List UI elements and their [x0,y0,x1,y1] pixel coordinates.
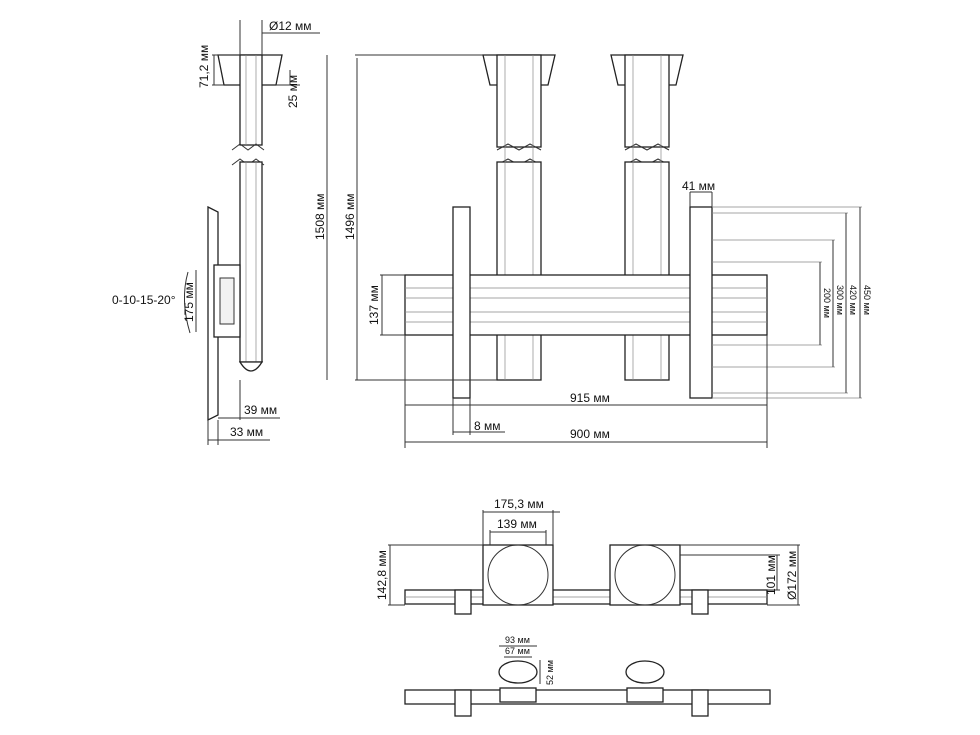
bracket-width-label: 41 мм [682,179,715,193]
bottom-mount-left [498,660,538,684]
depth-label: 142,8 мм [375,550,389,600]
ceiling-column-right [624,161,670,381]
mount-inner-label: 139 мм [497,517,537,531]
vesa-450-label: 450 мм [862,285,872,315]
depth-101-label: 101 мм [764,555,778,595]
width-93-label: 93 мм [505,635,530,645]
height-52-label: 52 мм [545,660,555,685]
offset-8-label: 8 мм [474,419,501,433]
vesa-200-label: 200 мм [822,288,832,318]
height-min-label: 1496 мм [343,193,357,240]
offset-label: 25 мм [286,75,300,108]
top-view: 175,3 мм 139 мм 142,8 мм 101 мм Ø172 мм [375,497,800,615]
column-upper [239,54,263,146]
cap-height-label: 71,2 мм [197,45,211,88]
mount-outer-label: 175,3 мм [494,497,544,511]
vertical-bracket-right [689,206,713,399]
mount-plate-left [482,544,554,606]
bottom-rail [404,689,771,705]
width-67-label: 67 мм [505,646,530,656]
tilt-mount [213,264,241,338]
bottom-view: 93 мм 67 мм 52 мм [404,635,771,717]
vesa-300-label: 300 мм [835,285,845,315]
mount-plate-right [609,544,681,606]
depth-33-label: 33 мм [230,425,263,439]
vertical-bracket-left [452,206,471,399]
side-view: Ø12 мм 71,2 мм 25 мм 0-10-15-20° 175 мм … [112,19,320,445]
tilt-angle-label: 0-10-15-20° [112,293,176,307]
depth-39-label: 39 мм [244,403,277,417]
diameter-label: Ø12 мм [269,19,312,33]
rail-height-label: 137 мм [367,285,381,325]
vesa-420-label: 420 мм [848,285,858,315]
ceiling-column-left [496,161,542,381]
width-915-label: 915 мм [570,391,610,405]
width-900-label: 900 мм [570,427,610,441]
bottom-mount-right [625,660,665,684]
height-max-label: 1508 мм [313,193,327,240]
column-lower [239,161,263,363]
vesa-height-label: 175 мм [182,282,196,322]
display-bracket [207,205,219,422]
front-view: 1508 мм 1496 мм 137 мм 41 мм 450 мм 420 … [313,54,872,448]
diameter-172-label: Ø172 мм [785,551,799,600]
